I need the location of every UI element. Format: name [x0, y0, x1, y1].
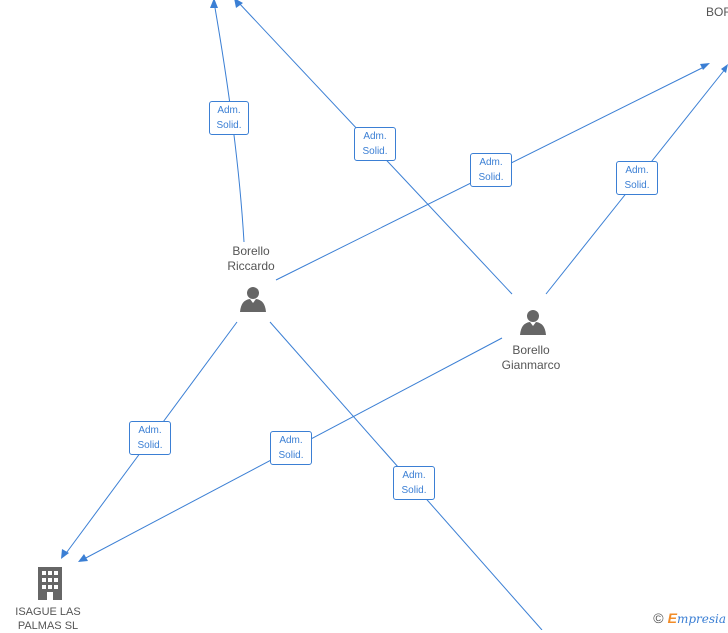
- edge-label-riccardo-isague[interactable]: Adm. Solid.: [129, 421, 171, 455]
- person-icon[interactable]: [238, 284, 268, 314]
- arrowhead: [234, 0, 243, 8]
- arrowhead: [210, 0, 218, 8]
- edge-label-gianmarco-top[interactable]: Adm. Solid.: [354, 127, 396, 161]
- brand-name: mpresia: [676, 612, 726, 626]
- node-label-riccardo[interactable]: Borello Riccardo: [227, 244, 275, 273]
- edges: [63, 1, 727, 630]
- copyright-icon: ©: [653, 610, 664, 626]
- arrowhead: [721, 64, 728, 73]
- arrowheads: [61, 0, 728, 562]
- arrowhead: [700, 63, 710, 70]
- brand-logo-e: E: [667, 610, 677, 626]
- building-icon[interactable]: [35, 565, 65, 601]
- edge-label-riccardo-top-right[interactable]: Adm. Solid.: [470, 153, 512, 187]
- edge-label-riccardo-top[interactable]: Adm. Solid.: [209, 101, 249, 135]
- arrowhead: [61, 549, 69, 559]
- person-icon[interactable]: [518, 307, 548, 337]
- edge-label-riccardo-bottom[interactable]: Adm. Solid.: [393, 466, 435, 500]
- edge-label-gianmarco-isague[interactable]: Adm. Solid.: [270, 431, 312, 465]
- brand-footer: ©Empresia: [653, 610, 726, 626]
- arrowhead: [78, 554, 88, 562]
- node-label-gianmarco[interactable]: Borello Gianmarco: [501, 343, 561, 372]
- edge-label-gianmarco-top-right[interactable]: Adm. Solid.: [616, 161, 658, 195]
- top-right-node-label: BOR: [706, 5, 728, 19]
- node-label-isague[interactable]: ISAGUE LAS PALMAS SL: [15, 606, 81, 632]
